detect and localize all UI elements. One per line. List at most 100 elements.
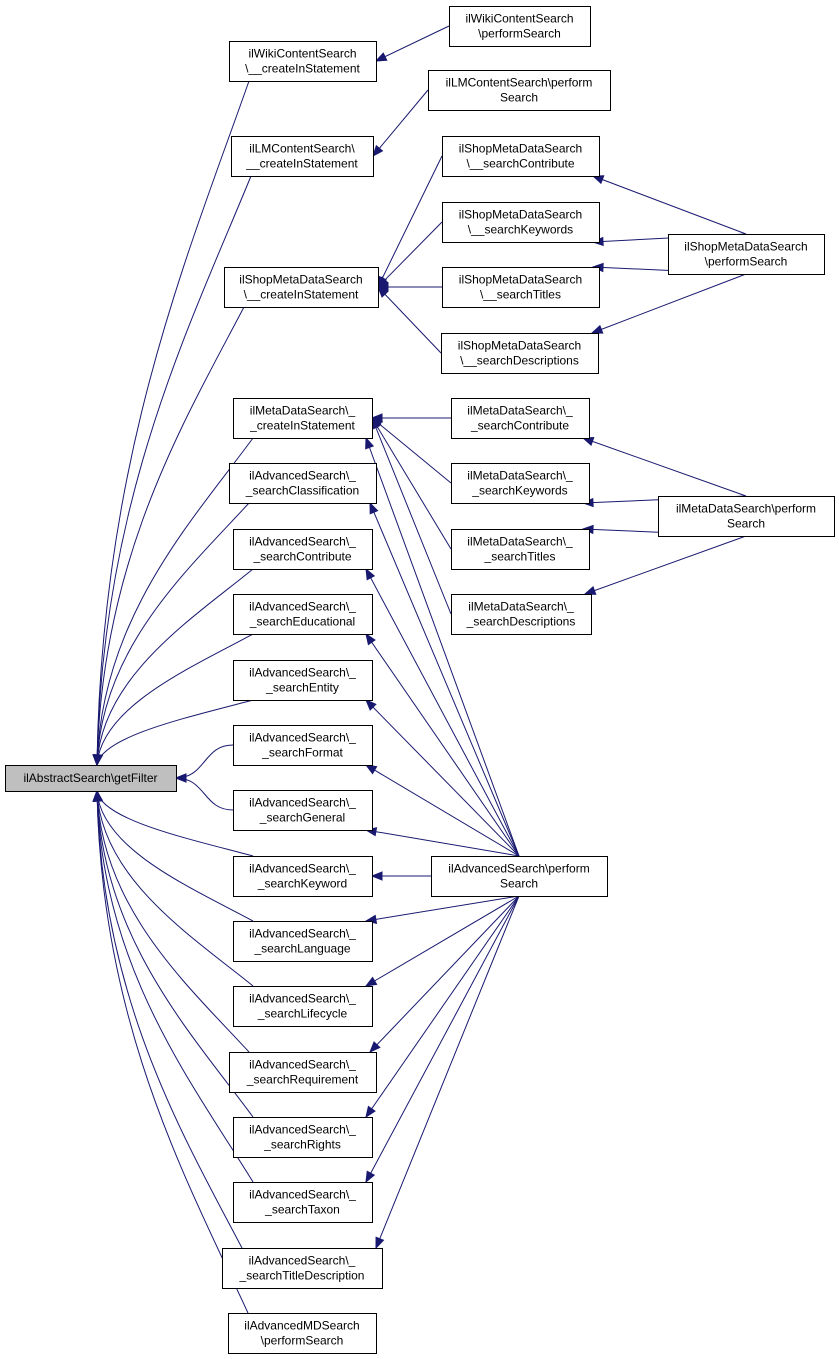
node-box-adv_rights[interactable] xyxy=(233,1117,373,1158)
arrowhead-adv_perform-to-adv_titledesc xyxy=(375,1236,385,1250)
node-label-wiki_create-line2: \__createInStatement xyxy=(245,62,360,76)
node-box-shop_keywords[interactable] xyxy=(442,202,600,243)
node-box-md_perform[interactable] xyxy=(658,496,835,537)
node-label-adv_general-line2: _searchGeneral xyxy=(259,811,345,825)
node-box-shop_contribute[interactable] xyxy=(442,136,600,177)
node-adv_taxon[interactable]: ilAdvancedSearch\__searchTaxon xyxy=(233,1182,373,1223)
node-label-shop_create-line1: ilShopMetaDataSearch xyxy=(239,273,362,287)
edge-shop_perform-to-shop_desc xyxy=(591,273,747,334)
node-box-adv_keyword[interactable] xyxy=(233,856,373,897)
node-box-wiki_perform[interactable] xyxy=(449,6,591,47)
node-md_create[interactable]: ilMetaDataSearch\__createInStatement xyxy=(233,398,373,439)
node-label-md_desc-line2: _searchDescriptions xyxy=(466,615,576,629)
node-box-wiki_create[interactable] xyxy=(229,41,377,82)
arrowhead-adv_perform-to-adv_contribute xyxy=(365,567,376,581)
edge-adv_perform-to-adv_format xyxy=(365,764,520,857)
node-adv_educational[interactable]: ilAdvancedSearch\__searchEducational xyxy=(233,594,373,635)
node-box-lm_create[interactable] xyxy=(231,136,374,177)
node-box-shop_create[interactable] xyxy=(224,267,379,308)
node-shop_desc[interactable]: ilShopMetaDataSearch\__searchDescription… xyxy=(441,333,599,374)
node-box-adv_titledesc[interactable] xyxy=(222,1248,383,1289)
node-box-adv_entity[interactable] xyxy=(233,660,373,701)
node-box-advmd_perform[interactable] xyxy=(228,1313,377,1354)
node-adv_contribute[interactable]: ilAdvancedSearch\__searchContribute xyxy=(233,529,373,570)
node-box-md_create[interactable] xyxy=(233,398,373,439)
node-box-shop_perform[interactable] xyxy=(668,234,825,275)
edge-wiki_create-to-root xyxy=(96,80,250,766)
node-adv_language[interactable]: ilAdvancedSearch\__searchLanguage xyxy=(233,921,373,962)
node-lm_create[interactable]: ilLMContentSearch\__createInStatement xyxy=(231,136,374,177)
node-adv_perform[interactable]: ilAdvancedSearch\performSearch xyxy=(431,856,608,897)
node-label-lm_create-line1: ilLMContentSearch\ xyxy=(249,142,355,156)
node-adv_classification[interactable]: ilAdvancedSearch\__searchClassification xyxy=(229,463,377,504)
node-label-adv_keyword-line2: _searchKeyword xyxy=(257,877,347,891)
node-box-adv_taxon[interactable] xyxy=(233,1182,373,1223)
arrowhead-adv_perform-to-adv_requirement xyxy=(369,1041,381,1053)
node-label-md_perform-line2: Search xyxy=(727,517,765,531)
node-box-shop_titles[interactable] xyxy=(442,267,600,308)
node-box-adv_classification[interactable] xyxy=(229,463,377,504)
node-box-shop_desc[interactable] xyxy=(441,333,599,374)
node-md_contribute[interactable]: ilMetaDataSearch\__searchContribute xyxy=(451,398,590,439)
node-label-adv_language-line1: ilAdvancedSearch\_ xyxy=(249,927,356,941)
arrowhead-adv_perform-to-adv_keyword xyxy=(370,871,383,881)
node-box-adv_perform[interactable] xyxy=(431,856,608,897)
arrowhead-adv_perform-to-adv_lifecycle xyxy=(364,976,378,987)
node-shop_create[interactable]: ilShopMetaDataSearch\__createInStatement xyxy=(224,267,379,308)
node-box-md_titles[interactable] xyxy=(451,529,590,570)
node-md_desc[interactable]: ilMetaDataSearch\__searchDescriptions xyxy=(451,594,592,635)
node-box-adv_requirement[interactable] xyxy=(229,1052,377,1093)
node-shop_perform[interactable]: ilShopMetaDataSearch\performSearch xyxy=(668,234,825,275)
node-adv_entity[interactable]: ilAdvancedSearch\__searchEntity xyxy=(233,660,373,701)
node-label-md_titles-line2: _searchTitles xyxy=(484,550,556,564)
node-md_titles[interactable]: ilMetaDataSearch\__searchTitles xyxy=(451,529,590,570)
node-box-md_keywords[interactable] xyxy=(451,463,590,504)
node-label-advmd_perform-line2: \performSearch xyxy=(261,1334,344,1348)
node-adv_lifecycle[interactable]: ilAdvancedSearch\__searchLifecycle xyxy=(233,986,373,1027)
node-box-adv_educational[interactable] xyxy=(233,594,373,635)
edge-shop_keywords-to-shop_create xyxy=(377,221,443,288)
edge-md_perform-to-md_desc xyxy=(584,535,747,595)
edge-shop_perform-to-shop_contribute xyxy=(592,175,747,235)
node-md_keywords[interactable]: ilMetaDataSearch\__searchKeywords xyxy=(451,463,590,504)
node-box-lm_perform[interactable] xyxy=(428,70,611,111)
edge-adv_language-to-root xyxy=(96,790,254,922)
edge-adv_requirement-to-root xyxy=(96,790,250,1053)
node-label-lm_create-line2: __createInStatement xyxy=(245,157,358,171)
node-adv_format[interactable]: ilAdvancedSearch\__searchFormat xyxy=(233,725,373,766)
node-md_perform[interactable]: ilMetaDataSearch\performSearch xyxy=(658,496,835,537)
node-box-root[interactable] xyxy=(5,765,177,792)
node-label-adv_titledesc-line1: ilAdvancedSearch\_ xyxy=(249,1254,356,1268)
node-box-adv_format[interactable] xyxy=(233,725,373,766)
edge-adv_perform-to-adv_classification xyxy=(369,502,520,857)
edge-adv_perform-to-adv_general xyxy=(365,829,520,857)
edge-adv_contribute-to-root xyxy=(96,568,254,766)
node-adv_keyword[interactable]: ilAdvancedSearch\__searchKeyword xyxy=(233,856,373,897)
node-label-advmd_perform-line1: ilAdvancedMDSearch xyxy=(244,1319,359,1333)
node-shop_contribute[interactable]: ilShopMetaDataSearch\__searchContribute xyxy=(442,136,600,177)
edge-adv_titledesc-to-root xyxy=(96,790,243,1249)
node-box-adv_general[interactable] xyxy=(233,790,373,831)
node-box-adv_contribute[interactable] xyxy=(233,529,373,570)
node-wiki_create[interactable]: ilWikiContentSearch\__createInStatement xyxy=(229,41,377,82)
node-box-adv_language[interactable] xyxy=(233,921,373,962)
node-label-md_titles-line1: ilMetaDataSearch\_ xyxy=(467,535,573,549)
node-label-wiki_perform-line1: ilWikiContentSearch xyxy=(465,12,573,26)
node-label-adv_lifecycle-line1: ilAdvancedSearch\_ xyxy=(249,992,356,1006)
node-lm_perform[interactable]: ilLMContentSearch\performSearch xyxy=(428,70,611,111)
node-box-adv_lifecycle[interactable] xyxy=(233,986,373,1027)
node-shop_keywords[interactable]: ilShopMetaDataSearch\__searchKeywords xyxy=(442,202,600,243)
node-box-md_desc[interactable] xyxy=(451,594,592,635)
node-label-shop_perform-line2: \performSearch xyxy=(705,255,788,269)
node-label-wiki_create-line1: ilWikiContentSearch xyxy=(248,47,356,61)
node-adv_titledesc[interactable]: ilAdvancedSearch\__searchTitleDescriptio… xyxy=(222,1248,383,1289)
node-adv_general[interactable]: ilAdvancedSearch\__searchGeneral xyxy=(233,790,373,831)
edge-adv_format-to-root xyxy=(175,744,234,779)
node-advmd_perform[interactable]: ilAdvancedMDSearch\performSearch xyxy=(228,1313,377,1354)
node-box-md_contribute[interactable] xyxy=(451,398,590,439)
node-adv_requirement[interactable]: ilAdvancedSearch\__searchRequirement xyxy=(229,1052,377,1093)
node-wiki_perform[interactable]: ilWikiContentSearch\performSearch xyxy=(449,6,591,47)
node-adv_rights[interactable]: ilAdvancedSearch\__searchRights xyxy=(233,1117,373,1158)
node-root[interactable]: ilAbstractSearch\getFilter xyxy=(5,765,177,792)
node-shop_titles[interactable]: ilShopMetaDataSearch\__searchTitles xyxy=(442,267,600,308)
